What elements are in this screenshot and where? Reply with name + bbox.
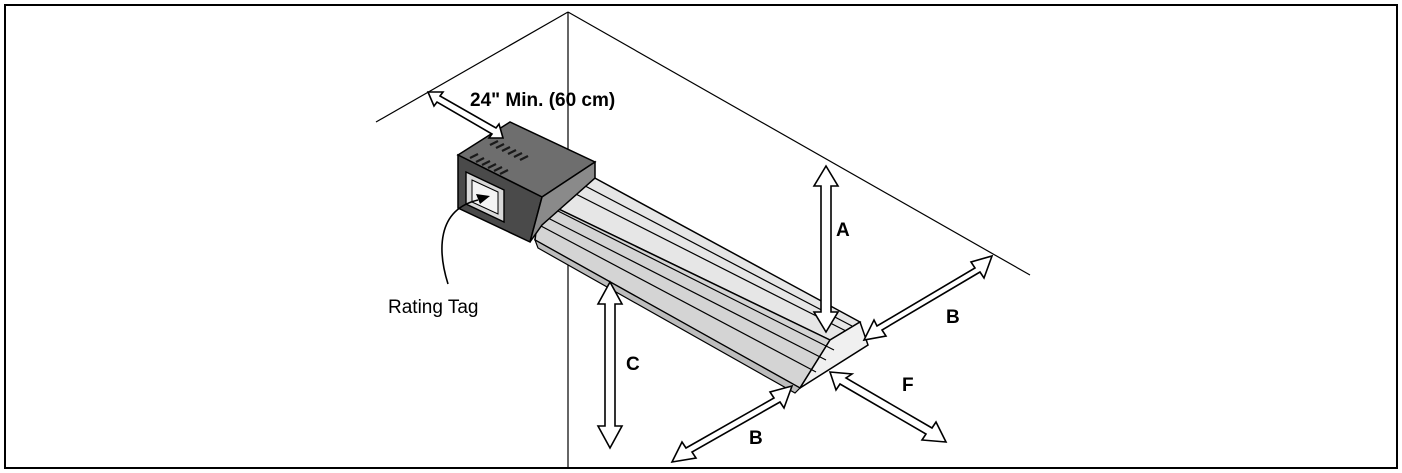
reflector-rib [547,205,835,351]
rating-tag-leader-arrowhead [476,194,490,204]
arrow-a [812,164,840,334]
rating-tag-label: Rating Tag [388,297,479,318]
top-clearance-arrow [426,91,505,139]
label-b-right: B [946,307,960,328]
control-box [456,121,597,244]
reflector-end-cap [799,320,869,389]
left-wall-ceiling-edge [375,11,569,123]
label-c: C [626,354,640,375]
arrow-f [828,371,948,443]
arrow-c [596,280,624,450]
reflector-rib [540,225,817,373]
diagram-frame [4,4,1398,469]
reflector-bottom-lip [533,238,801,394]
label-a: A [836,220,850,241]
clearance-label: 24" Min. (60 cm) [470,90,615,111]
vent-slots [469,140,529,175]
right-wall-ceiling-edge [567,11,1031,276]
control-box-side [529,160,596,243]
label-b-bottom: B [749,428,763,449]
label-f: F [902,375,914,396]
reflector-rib [569,177,853,327]
rating-tag-leader [441,194,490,285]
reflector-rib [543,215,827,361]
heater-reflector [533,169,869,394]
arrow-b-right [862,254,994,342]
rating-tag-leader-line [441,199,479,285]
arrow-b-bottom [670,384,794,464]
reflector-rib [559,185,847,332]
